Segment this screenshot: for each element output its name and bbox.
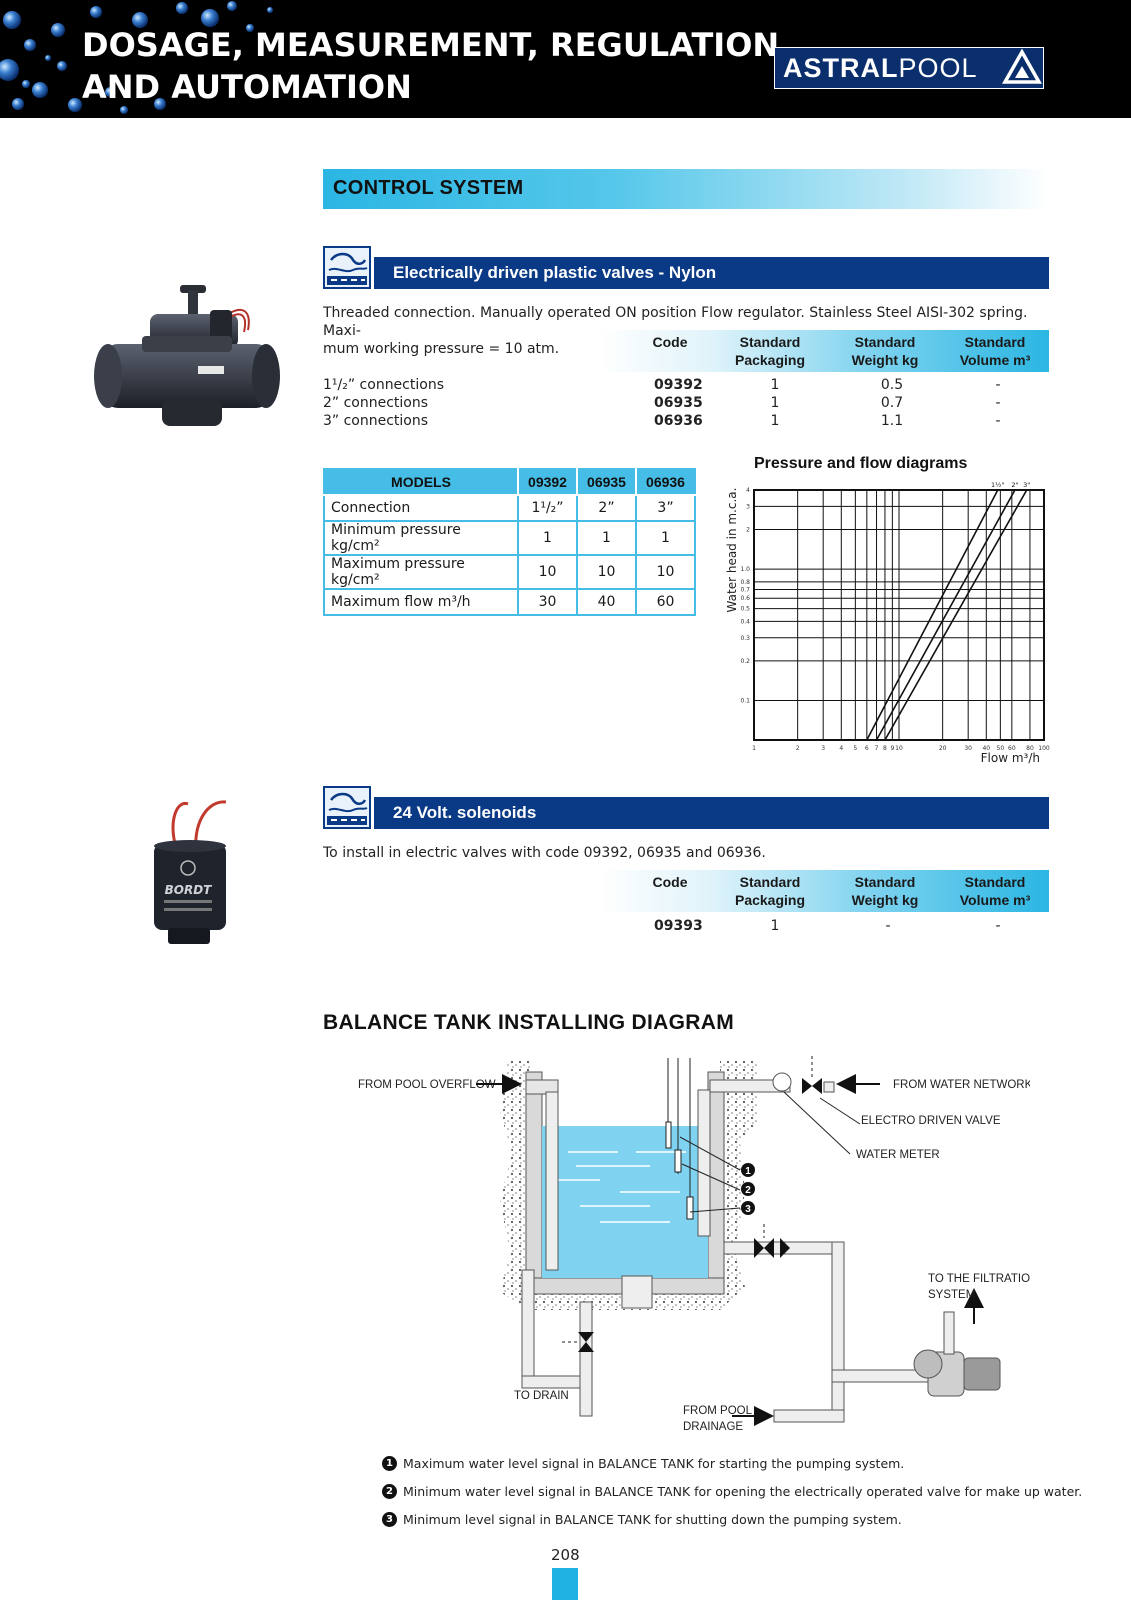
legend-item: 3 Minimum level signal in BALANCE TANK f… [382,1512,902,1527]
y-tick-label: 3 [746,503,750,510]
y-tick-label: 0.6 [740,595,750,602]
header-title-line1: DOSAGE, MEASUREMENT, REGULATION [82,26,780,64]
label-electro-driven-valve: ELECTRO DRIVEN VALVE [861,1115,1001,1127]
col-code: Code [652,334,688,350]
valves-description: Threaded connection. Manually operated O… [323,305,1028,357]
x-tick-label: 4 [839,745,843,752]
label-from-water-network: FROM WATER NETWORK [893,1079,1030,1091]
marker-1: 1 [745,1166,751,1177]
balance-tank-title: BALANCE TANK INSTALLING DIAGRAM [323,1011,734,1034]
logo-light: POOL [898,52,978,83]
table-row: Maximum pressure kg/cm² 10 10 10 [323,554,696,590]
y-tick-label: 0.7 [740,586,750,593]
table-row: 1¹/₂” connections [323,377,444,393]
chart-title: Pressure and flow diagrams [754,455,968,472]
y-tick-label: 0.1 [740,697,750,704]
label-from-pool-drainage-1: FROM POOL [683,1405,753,1417]
label-water-meter: WATER METER [856,1149,940,1161]
valve-category-icon [323,246,371,289]
x-tick-label: 100 [1038,745,1050,752]
page-number: 208 [551,1546,580,1564]
y-tick-label: 1.0 [740,566,750,573]
x-tick-label: 6 [865,745,869,752]
label-from-pool-overflow: FROM POOL OVERFLOW [358,1079,496,1091]
marker-3: 3 [745,1204,751,1215]
x-tick-label: 50 [997,745,1005,752]
y-tick-label: 0.2 [740,658,750,665]
solenoid-photo: BORDT [154,800,227,944]
series-label: 2" [1011,481,1018,489]
logo-mark-icon [1001,48,1043,87]
logo-bold: ASTRAL [783,52,899,83]
y-axis-label: Water head in m.c.a. [725,488,739,613]
y-tick-label: 0.5 [740,606,750,613]
solenoids-description: To install in electric valves with code … [323,845,766,861]
x-tick-label: 10 [895,745,903,752]
y-tick-label: 0.8 [740,579,750,586]
series-label: 1½" [991,481,1004,489]
models-table: MODELS 09392 06935 06936 Connection 1¹/₂… [323,468,696,616]
x-tick-label: 40 [982,745,990,752]
x-tick-label: 5 [853,745,857,752]
x-tick-label: 60 [1008,745,1016,752]
y-tick-label: 0.3 [740,635,750,642]
balance-tank-diagram: 1 2 3 FROM WATER NETWORK ELECTRO DRIVEN … [358,1056,1030,1433]
section-bar-control-system: CONTROL SYSTEM [323,169,1049,209]
astralpool-logo: ASTRALPOOL [774,47,1044,89]
table-row: Maximum flow m³/h 30 40 60 [323,588,696,616]
header-title-line2: AND AUTOMATION [82,68,412,106]
label-from-pool-drainage-2: DRAINAGE [683,1421,743,1433]
solenoids-subheading: 24 Volt. solenoids [323,786,1049,829]
solenoids-heading: 24 Volt. solenoids [393,803,537,822]
x-tick-label: 8 [883,745,887,752]
solenoid-brand: BORDT [165,883,213,897]
legend-item: 1 Maximum water level signal in BALANCE … [382,1456,904,1471]
label-to-filtration-1: TO THE FILTRATION [928,1273,1030,1285]
series-line [884,489,1028,741]
label-to-drain: TO DRAIN [514,1390,569,1402]
valves-heading: Electrically driven plastic valves - Nyl… [393,263,717,282]
y-tick-label: 2 [746,527,750,534]
x-tick-label: 7 [875,745,879,752]
x-tick-label: 30 [964,745,972,752]
x-tick-label: 1 [752,745,756,752]
table-row: 2” connections [323,395,429,411]
table-row: Connection 1¹/₂” 2” 3” [323,494,696,522]
table-row: 09393 [654,918,703,934]
table-row: Minimum pressure kg/cm² 1 1 1 [323,520,696,556]
x-tick-label: 3 [821,745,825,752]
header-title: DOSAGE, MEASUREMENT, REGULATION AND AUTO… [82,24,779,108]
y-tick-label: 4 [746,487,750,494]
table-row: 3” connections [323,413,429,429]
solenoid-category-icon [323,786,371,829]
y-tick-label: 0.4 [740,618,750,625]
x-axis-label: Flow m³/h [981,751,1040,765]
page-tab [552,1568,578,1600]
valves-subheading: Electrically driven plastic valves - Nyl… [323,246,1049,289]
valve-photo [94,285,280,426]
legend-item: 2 Minimum water level signal in BALANCE … [382,1484,1082,1499]
section-title: CONTROL SYSTEM [333,177,524,199]
label-to-filtration-2: SYSTEM [928,1289,975,1301]
x-tick-label: 20 [939,745,947,752]
models-header-row: MODELS 09392 06935 06936 [323,468,696,496]
page-header: DOSAGE, MEASUREMENT, REGULATION AND AUTO… [0,0,1131,118]
series-label: 3" [1023,481,1030,489]
marker-2: 2 [745,1185,751,1196]
x-tick-label: 2 [796,745,800,752]
x-tick-label: 80 [1026,745,1034,752]
series-line [866,489,999,741]
bubbles-decoration [0,1,273,114]
series-line [875,489,1016,741]
x-tick-label: 9 [890,745,894,752]
